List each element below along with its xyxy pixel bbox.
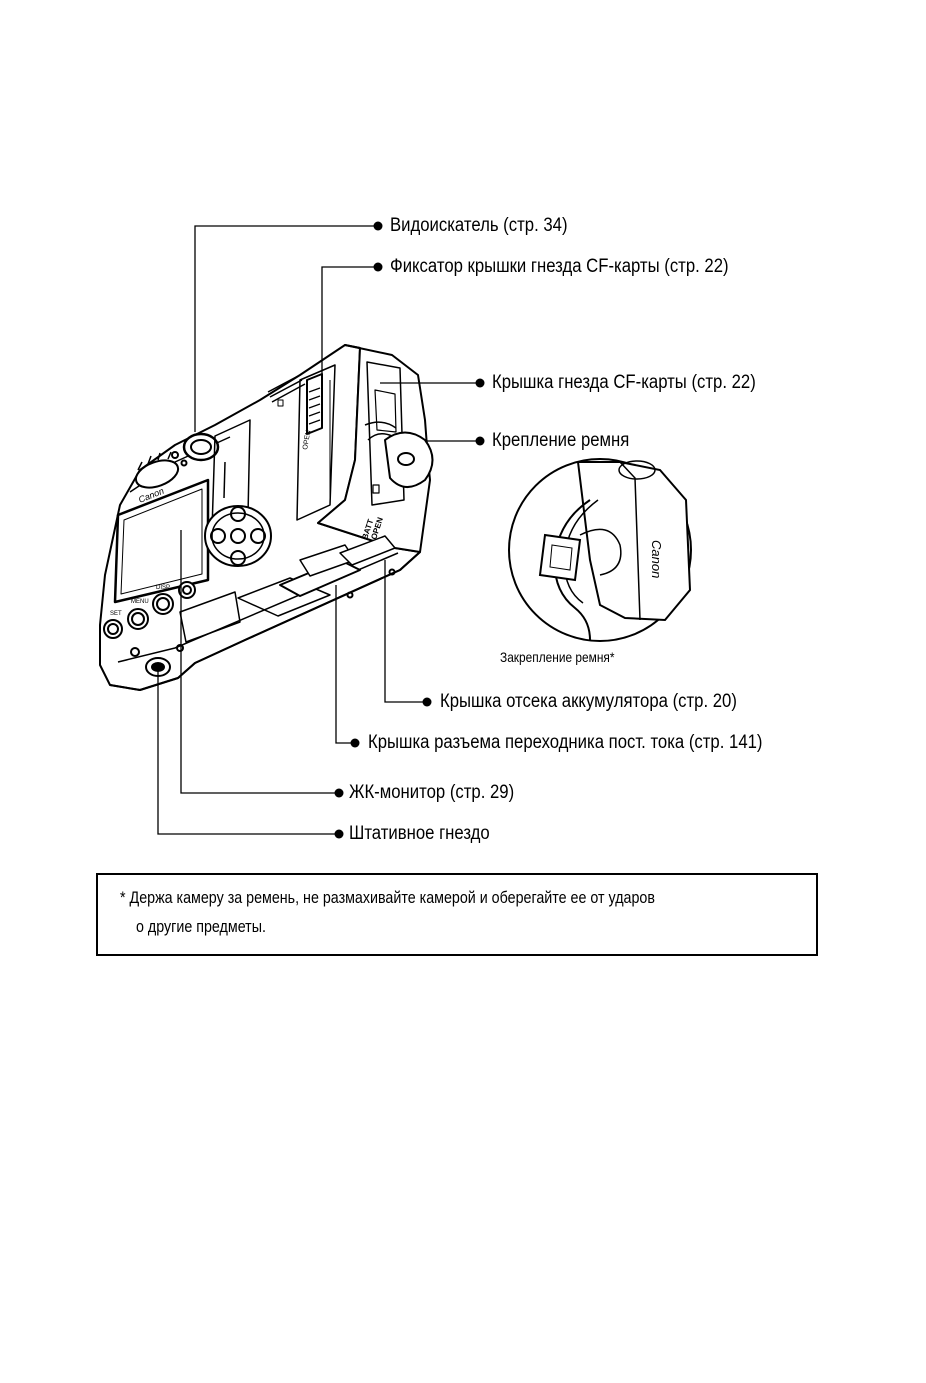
label-strap-mount: Крепление ремня <box>492 430 629 452</box>
label-tripod: Штативное гнездо <box>349 823 490 845</box>
set-label: SET <box>110 611 122 617</box>
label-lcd: ЖК-монитор (стр. 29) <box>349 782 514 804</box>
label-dc-cover: Крышка разъема переходника пост. тока (с… <box>368 732 762 754</box>
label-cf-cover: Крышка гнезда CF-карты (стр. 22) <box>492 372 756 394</box>
label-viewfinder: Видоискатель (стр. 34) <box>390 215 568 237</box>
svg-text:Canon: Canon <box>649 540 664 578</box>
label-battery-cover: Крышка отсека аккумулятора (стр. 20) <box>440 691 737 713</box>
disp-label: DISP. <box>156 585 171 591</box>
strap-inset: Canon <box>509 459 691 641</box>
menu-label: MENU <box>131 599 149 605</box>
note-box: * Держа камеру за ремень, не размахивайт… <box>96 873 818 956</box>
note-line-1: * Держа камеру за ремень, не размахивайт… <box>120 888 655 908</box>
inset-caption: Закрепление ремня* <box>500 649 614 665</box>
label-cf-lock: Фиксатор крышки гнезда CF-карты (стр. 22… <box>390 256 729 278</box>
note-line-2: о другие предметы. <box>136 917 266 937</box>
camera-illustration: Canon OPEN SET MENU <box>100 345 433 690</box>
